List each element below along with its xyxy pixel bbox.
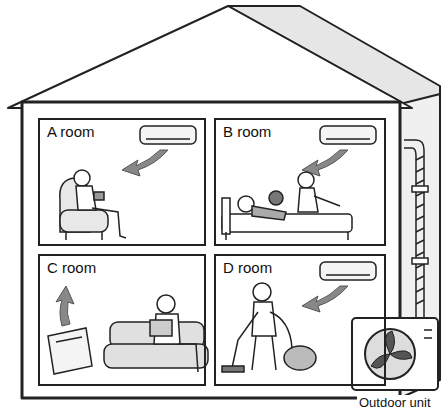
armchair-seat	[60, 210, 108, 232]
fan-blade	[371, 331, 412, 368]
arm	[314, 196, 340, 206]
room-box: C room	[38, 254, 206, 386]
room-box: B room	[214, 118, 386, 246]
floor-unit	[48, 328, 92, 374]
room-label: C room	[40, 256, 103, 279]
head	[74, 170, 90, 186]
person-in-armchair	[60, 170, 126, 240]
wall-unit	[320, 126, 376, 144]
bed	[222, 214, 352, 232]
person-on-sofa	[104, 295, 208, 372]
outdoor-unit-symbol	[352, 318, 438, 390]
vacuum-pipe	[232, 312, 258, 368]
louver	[326, 138, 370, 140]
body	[76, 186, 96, 210]
body	[298, 188, 318, 212]
floor-unit-grille	[56, 337, 82, 342]
room-label: B room	[216, 120, 278, 143]
wall-unit	[320, 262, 376, 280]
front-wall	[22, 102, 400, 398]
pipe-wrap	[416, 156, 424, 304]
front-gable	[8, 6, 412, 108]
vent-line	[424, 329, 432, 331]
phone	[94, 192, 104, 200]
bed-leg	[347, 232, 349, 240]
sofa-seat	[104, 344, 208, 368]
newspaper	[150, 320, 172, 336]
pipe-bracket	[412, 186, 428, 192]
head	[253, 283, 271, 301]
airflow-arrow	[122, 150, 168, 176]
vacuum-body	[284, 346, 316, 370]
room-box: D room	[214, 254, 386, 386]
legs	[92, 208, 126, 238]
head	[298, 172, 314, 188]
refrigerant-pipe	[404, 140, 428, 318]
legs	[178, 344, 198, 372]
louver	[326, 274, 370, 276]
unit-label: Outdoor unit	[357, 395, 433, 410]
pipe-line	[404, 140, 424, 318]
airflow	[56, 150, 348, 326]
bed-headboard	[222, 198, 230, 234]
fan-grille	[365, 329, 415, 379]
outdoor-unit: Outdoor unit	[357, 393, 433, 411]
vacuum-head	[222, 366, 244, 372]
vent-line	[424, 337, 432, 339]
vacuum-hose	[270, 312, 292, 348]
pipe-bracket	[412, 258, 428, 264]
airflow-arrow	[56, 286, 74, 326]
room-box: A room	[38, 118, 206, 246]
chair-leg	[101, 232, 103, 240]
person-vacuuming	[222, 283, 316, 372]
unit-case	[352, 318, 438, 390]
louver	[146, 138, 190, 140]
bed-leg	[225, 232, 227, 240]
pipe-line	[404, 148, 416, 318]
wall-unit	[140, 126, 196, 144]
body	[252, 206, 286, 220]
airflow-arrow	[302, 286, 348, 312]
indoor-units	[48, 126, 376, 374]
chair-leg	[65, 232, 67, 240]
toy	[269, 191, 283, 205]
legs	[252, 336, 276, 370]
body	[252, 302, 276, 336]
room-label: D room	[216, 256, 279, 279]
children-on-bed	[222, 172, 352, 240]
room-label: A room	[40, 120, 102, 143]
head	[157, 295, 175, 313]
